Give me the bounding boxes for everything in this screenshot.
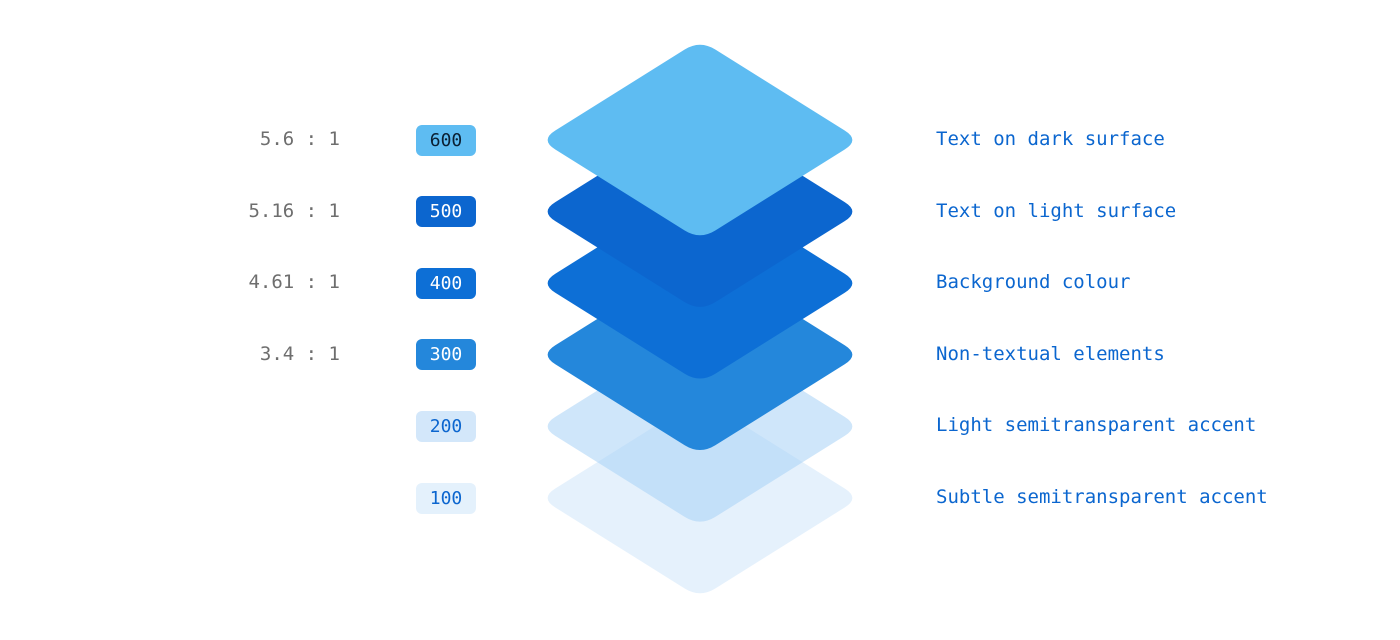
contrast-ratio: 5.16 : 1	[248, 199, 340, 222]
layer-description: Non-textual elements	[936, 342, 1165, 365]
level-badge-400: 400	[416, 267, 476, 299]
layer-shape-600	[547, 44, 853, 236]
layer-description: Background colour	[936, 271, 1131, 294]
contrast-ratio: 4.61 : 1	[248, 271, 340, 294]
level-badge-200: 200	[416, 410, 476, 442]
contrast-ratio: 3.4 : 1	[259, 342, 340, 365]
layer-description: Subtle semitransparent accent	[936, 486, 1268, 508]
level-badge-500: 500	[416, 196, 476, 228]
contrast-ratio: 5.6 : 1	[259, 128, 340, 150]
layer-description: Text on dark surface	[936, 128, 1165, 150]
level-badge-100: 100	[416, 482, 476, 514]
layer-description: Text on light surface	[936, 199, 1177, 222]
level-badge-600: 600	[416, 124, 476, 156]
layer-description: Light semitransparent accent	[936, 414, 1257, 437]
level-badge-300: 300	[416, 339, 476, 371]
